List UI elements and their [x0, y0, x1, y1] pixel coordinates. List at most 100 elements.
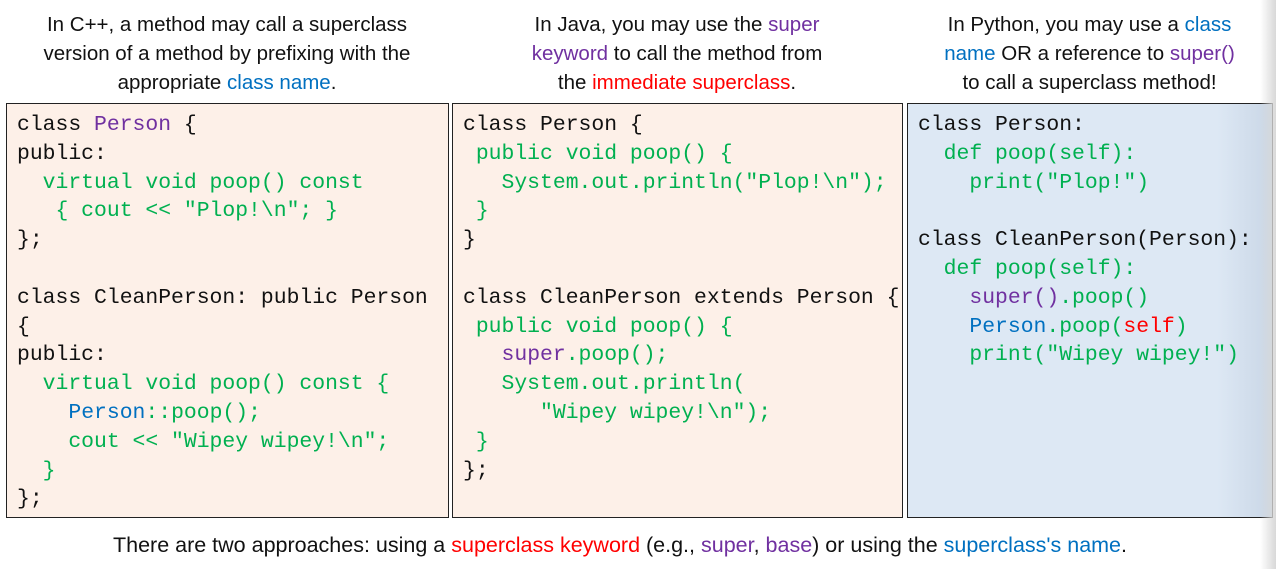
code-line: print("Wipey wipey!"): [918, 341, 1272, 370]
text-segment: super(): [1169, 42, 1235, 65]
text-segment: name: [944, 42, 996, 65]
text-segment: { cout << "Plop!\n"; }: [17, 199, 338, 224]
code-line: virtual void poop() const {: [17, 370, 448, 399]
java-code-box: class Person { public void poop() { Syst…: [452, 103, 903, 518]
text-segment: superclass keyword: [451, 533, 641, 557]
text-segment: Person: [68, 400, 146, 425]
text-segment: }: [463, 429, 489, 454]
caption-line: In C++, a method may call a superclass: [6, 10, 448, 39]
code-line: };: [17, 485, 448, 514]
text-segment: print("Plop!"): [918, 170, 1150, 195]
text-segment: In Python, you may use a: [947, 13, 1185, 36]
caption-line: name OR a reference to super(): [907, 39, 1272, 68]
text-segment: virtual void poop() const {: [17, 372, 390, 397]
code-line: def poop(self):: [918, 255, 1272, 284]
text-segment: def poop(self):: [918, 141, 1137, 166]
text-segment: self: [1123, 314, 1175, 339]
text-segment: Person: [969, 314, 1047, 339]
code-line: [918, 197, 1272, 226]
text-segment: {: [17, 314, 30, 339]
text-segment: There are two approaches: using a: [113, 533, 452, 557]
text-segment: base: [765, 533, 813, 557]
code-line: Person::poop();: [17, 399, 448, 428]
text-segment: ::poop();: [145, 400, 261, 425]
text-segment: In Java, you may use the: [534, 13, 769, 36]
text-segment: .: [330, 71, 337, 94]
text-segment: public void poop() {: [463, 141, 733, 166]
text-segment: };: [17, 487, 43, 512]
code-line: "Wipey wipey!\n");: [463, 399, 902, 428]
text-segment: .: [1121, 533, 1127, 557]
text-segment: [463, 343, 502, 367]
text-segment: System.out.println("Plop!\n");: [463, 170, 887, 195]
text-segment: public:: [17, 343, 107, 368]
text-segment: class Person:: [918, 113, 1085, 137]
text-segment: virtual void poop() const: [17, 170, 364, 195]
code-line: }: [17, 457, 448, 486]
text-segment: superclass's name: [943, 533, 1122, 557]
python-code-box: class Person: def poop(self): print("Plo…: [907, 103, 1273, 518]
text-segment: super: [700, 533, 754, 557]
text-segment: .poop(): [1059, 285, 1150, 310]
text-segment: version of a method by prefixing with th…: [43, 42, 411, 65]
code-line: public:: [17, 140, 448, 169]
text-segment: super: [501, 343, 566, 368]
caption-line: the immediate superclass.: [452, 68, 902, 97]
text-segment: [918, 315, 969, 339]
text-segment: super(): [969, 285, 1060, 310]
text-segment: }: [463, 228, 476, 253]
code-line: }: [463, 428, 902, 457]
code-line: public void poop() {: [463, 140, 902, 169]
text-segment: class CleanPerson: public Person: [17, 285, 428, 310]
code-line: [463, 255, 902, 284]
caption-line: keyword to call the method from: [452, 39, 902, 68]
code-line: public void poop() {: [463, 313, 902, 342]
text-segment: }: [17, 458, 56, 483]
code-line: Person.poop(self): [918, 313, 1272, 342]
footer-summary: There are two approaches: using a superc…: [0, 533, 1240, 558]
text-segment: class name: [227, 71, 331, 94]
text-segment: [918, 286, 969, 310]
code-line: cout << "Wipey wipey!\n";: [17, 428, 448, 457]
code-line: };: [463, 457, 902, 486]
text-segment: cout << "Wipey wipey!\n";: [17, 429, 390, 454]
text-segment: ): [1174, 314, 1188, 339]
text-segment: };: [17, 228, 43, 253]
text-segment: }: [463, 199, 489, 224]
text-segment: ) or using the: [812, 533, 944, 557]
code-line: };: [17, 226, 448, 255]
text-segment: immediate superclass: [592, 71, 791, 94]
text-segment: (e.g.,: [640, 533, 701, 557]
text-segment: [17, 401, 68, 425]
code-line: super.poop();: [463, 341, 902, 370]
code-line: print("Plop!"): [918, 169, 1272, 198]
text-segment: appropriate: [117, 71, 228, 94]
text-segment: print("Wipey wipey!"): [918, 343, 1239, 368]
text-segment: class CleanPerson(Person):: [918, 228, 1252, 253]
caption-line: In Java, you may use the super: [452, 10, 902, 39]
text-segment: "Wipey wipey!\n");: [463, 400, 772, 425]
code-line: class CleanPerson extends Person {: [463, 284, 902, 313]
code-line: }: [463, 197, 902, 226]
text-segment: .poop();: [565, 343, 669, 368]
cpp-caption: In C++, a method may call a superclass ve…: [6, 10, 448, 97]
text-segment: class Person {: [463, 113, 643, 137]
code-line: {: [17, 313, 448, 342]
code-line: def poop(self):: [918, 140, 1272, 169]
code-line: System.out.println(: [463, 370, 902, 399]
code-line: super().poop(): [918, 284, 1272, 313]
text-segment: ,: [753, 533, 766, 557]
code-line: public:: [17, 341, 448, 370]
text-segment: };: [463, 458, 489, 483]
text-segment: to call the method from: [608, 42, 823, 65]
text-segment: In C++, a method may call a superclass: [46, 13, 408, 36]
text-segment: public void poop() {: [463, 314, 733, 339]
text-segment: class CleanPerson extends Person {: [463, 285, 900, 310]
text-segment: keyword: [531, 42, 609, 65]
code-line: [17, 255, 448, 284]
text-segment: Person: [94, 113, 172, 137]
code-line: class Person {: [463, 111, 902, 140]
caption-line: version of a method by prefixing with th…: [6, 39, 448, 68]
